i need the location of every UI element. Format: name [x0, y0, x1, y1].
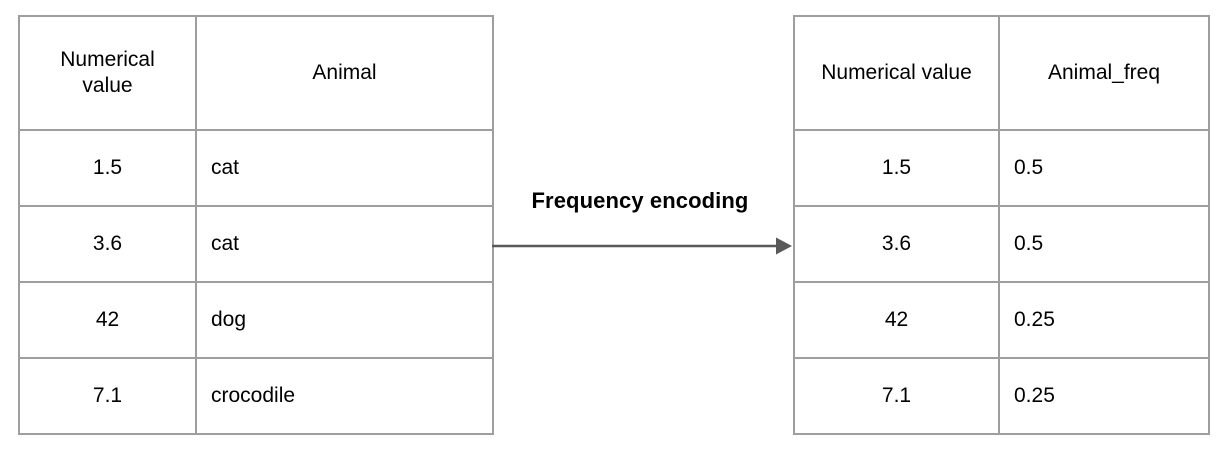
transform-group: Frequency encoding	[490, 188, 792, 268]
cell-animal-freq: 0.5	[998, 205, 1210, 283]
cell-animal-freq: 0.25	[998, 281, 1210, 359]
column-header-numerical-value: Numerical value	[18, 15, 197, 131]
source-table: Numerical value Animal 1.5 cat 3.6 cat 4…	[18, 15, 494, 435]
table-row: 42 dog	[18, 281, 494, 359]
arrow-right-icon	[492, 237, 792, 255]
cell-animal-freq: 0.25	[998, 357, 1210, 435]
cell-animal: dog	[195, 281, 494, 359]
transform-label: Frequency encoding	[531, 188, 749, 213]
cell-numerical-value: 7.1	[793, 357, 1000, 435]
table-row: 1.5 cat	[18, 129, 494, 207]
cell-numerical-value: 42	[18, 281, 197, 359]
cell-numerical-value: 42	[793, 281, 1000, 359]
table-header-row: Numerical value Animal_freq	[793, 15, 1210, 131]
table-row: 1.5 0.5	[793, 129, 1210, 207]
table-row: 42 0.25	[793, 281, 1210, 359]
cell-numerical-value: 7.1	[18, 357, 197, 435]
table-row: 3.6 cat	[18, 205, 494, 283]
column-header-animal-freq: Animal_freq	[998, 15, 1210, 131]
cell-numerical-value: 3.6	[18, 205, 197, 283]
cell-numerical-value: 1.5	[18, 129, 197, 207]
table-row: 3.6 0.5	[793, 205, 1210, 283]
cell-animal: cat	[195, 205, 494, 283]
table-row: 7.1 0.25	[793, 357, 1210, 435]
encoded-table: Numerical value Animal_freq 1.5 0.5 3.6 …	[793, 15, 1210, 435]
column-header-numerical-value: Numerical value	[793, 15, 1000, 131]
cell-animal: cat	[195, 129, 494, 207]
cell-numerical-value: 3.6	[793, 205, 1000, 283]
table-header-row: Numerical value Animal	[18, 15, 494, 131]
cell-animal-freq: 0.5	[998, 129, 1210, 207]
cell-animal: crocodile	[195, 357, 494, 435]
table-row: 7.1 crocodile	[18, 357, 494, 435]
cell-numerical-value: 1.5	[793, 129, 1000, 207]
column-header-animal: Animal	[195, 15, 494, 131]
